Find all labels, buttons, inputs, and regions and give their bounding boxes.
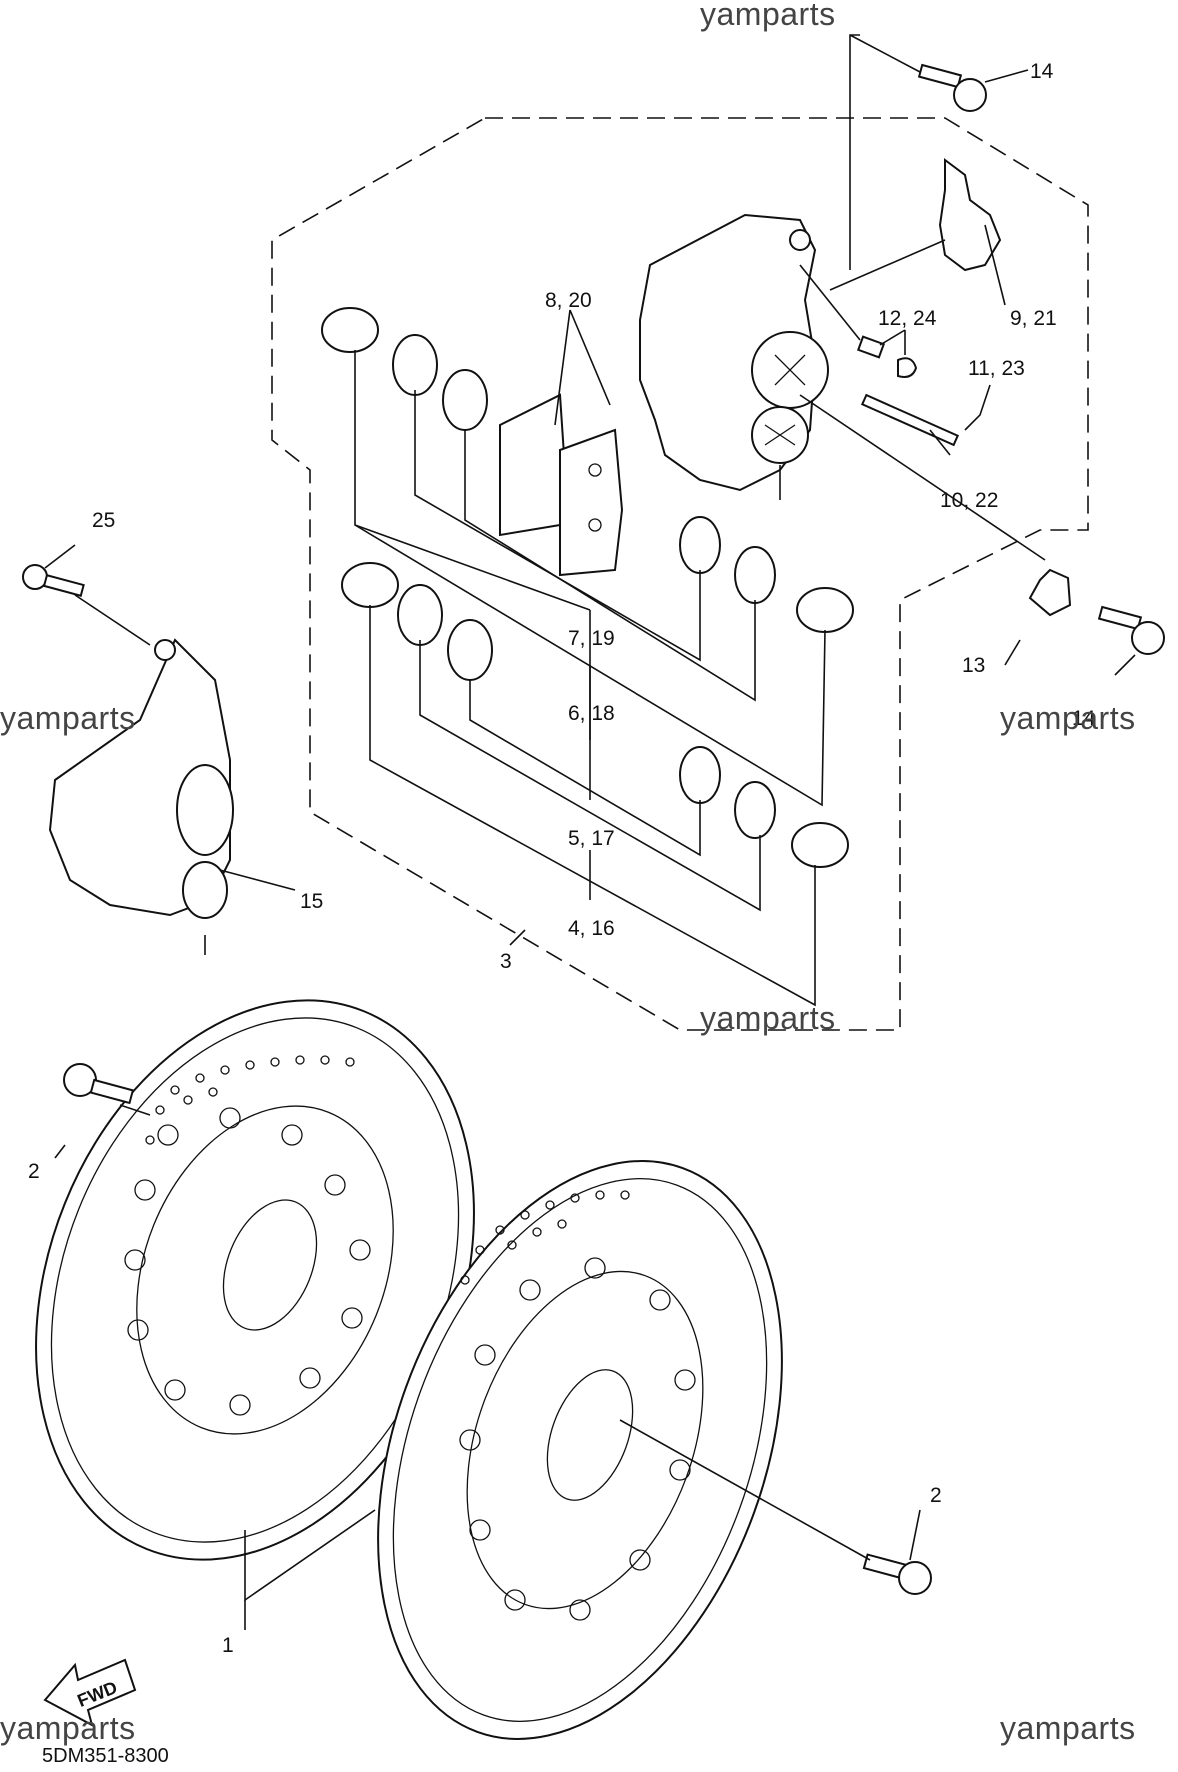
bolt-2-right [862, 1553, 932, 1595]
brake-disc-left [35, 999, 475, 1561]
callout-1: 1 [222, 1634, 234, 1657]
watermark-center: yamparts [700, 1000, 836, 1036]
watermark-bottom-left: yamparts [0, 1710, 136, 1746]
callout-14-top: 14 [1030, 60, 1054, 83]
callout-2-right: 2 [930, 1484, 942, 1507]
callout-25: 25 [92, 509, 115, 532]
callout-8-20: 8, 20 [545, 289, 592, 312]
callout-10-22: 10, 22 [940, 489, 998, 512]
watermark-right: yamparts [1000, 700, 1136, 736]
bleed-screw [856, 335, 918, 378]
bolt-2-left [63, 1063, 135, 1105]
caliper-left [48, 638, 234, 955]
watermark-bottom-right: yamparts [1000, 1710, 1136, 1746]
callout-labels: 14 9, 21 12, 24 11, 23 10, 22 8, 20 13 1… [28, 60, 1096, 1657]
callout-11-23: 11, 23 [968, 357, 1025, 380]
callout-13: 13 [962, 654, 985, 677]
diagram-code: 5DM351-8300 [42, 1745, 169, 1767]
pistons-and-seals [321, 307, 854, 868]
bolt-14-right [1097, 605, 1165, 655]
pad-spring [938, 158, 1002, 272]
callout-7-19: 7, 19 [568, 627, 615, 650]
watermark-top: yamparts [700, 0, 836, 32]
bolt-14-top [917, 63, 987, 112]
callout-3: 3 [500, 950, 512, 973]
leader-lines [44, 34, 1136, 1630]
caliper-body-right [639, 213, 829, 500]
fwd-arrow: FWD [43, 1658, 137, 1727]
callout-5-17: 5, 17 [568, 827, 615, 850]
pad-clip [1028, 568, 1072, 617]
callout-14-right: 14 [1072, 707, 1096, 730]
callout-9-21: 9, 21 [1010, 307, 1057, 330]
caliper-assembly-boundary [271, 117, 1089, 1031]
callout-12-24: 12, 24 [878, 307, 937, 330]
brake-disc-right [377, 1160, 783, 1740]
brake-pads [499, 393, 624, 577]
callout-2-left: 2 [28, 1160, 40, 1183]
callout-4-16: 4, 16 [568, 917, 615, 940]
callout-6-18: 6, 18 [568, 702, 615, 725]
bolt-25 [22, 564, 85, 597]
watermark-left: yamparts [0, 700, 136, 736]
callout-15: 15 [300, 890, 323, 913]
pad-pin [860, 393, 960, 447]
